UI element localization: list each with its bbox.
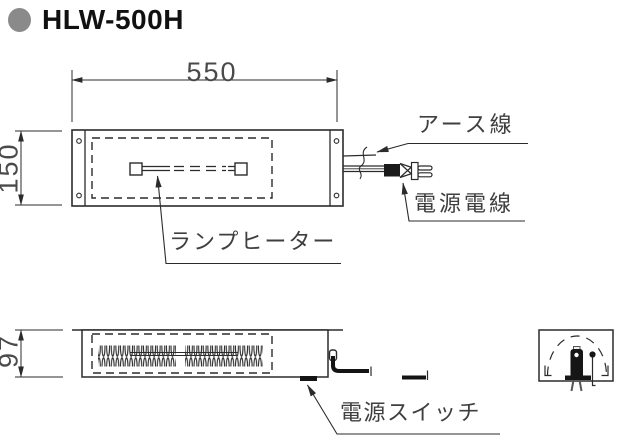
power-switch bbox=[300, 376, 317, 381]
left-bracket bbox=[544, 365, 552, 377]
terminal-pin bbox=[589, 351, 596, 387]
front-view bbox=[15, 329, 500, 435]
model-title-row: HLW-500H bbox=[8, 4, 184, 36]
power-cord-leader bbox=[401, 182, 525, 222]
dimension-97 bbox=[15, 329, 63, 378]
lamp-heater-label: ランプヒーター bbox=[169, 229, 337, 254]
dimension-550 bbox=[71, 70, 338, 122]
earth-wire-leader bbox=[376, 142, 528, 153]
power-cord-label: 電源電線 bbox=[414, 191, 515, 216]
side-section-view bbox=[538, 329, 614, 392]
top-view bbox=[15, 70, 528, 265]
power-switch-leader bbox=[307, 384, 500, 435]
power-cord-front bbox=[328, 349, 429, 380]
top-view-body bbox=[71, 129, 344, 207]
earth-wire-label: アース線 bbox=[417, 112, 515, 137]
heater-opening-dashed bbox=[91, 137, 273, 199]
dim-97-text: 97 bbox=[0, 333, 24, 369]
power-switch-label: 電源スイッチ bbox=[340, 400, 482, 425]
heater-coil-element bbox=[98, 345, 263, 367]
dim-550-text: 550 bbox=[186, 57, 238, 87]
lamp-heater-leader bbox=[155, 175, 341, 265]
model-title: HLW-500H bbox=[42, 4, 184, 35]
dimension-150 bbox=[15, 130, 62, 206]
dim-150-text: 150 bbox=[0, 142, 24, 194]
lamp-heater-tube bbox=[129, 162, 248, 176]
front-opening-dashed bbox=[91, 333, 273, 374]
cord-break-squiggle bbox=[358, 146, 368, 180]
bullet-icon bbox=[8, 8, 31, 32]
screw-icon bbox=[76, 192, 82, 199]
screw-icon bbox=[76, 138, 82, 144]
screw-icon bbox=[333, 138, 340, 144]
screw-icon bbox=[333, 192, 340, 199]
lamp-end-section bbox=[565, 346, 591, 392]
right-bracket bbox=[601, 365, 609, 377]
reflector-dome-dashed bbox=[546, 335, 608, 376]
earth-wire bbox=[342, 154, 377, 157]
power-plug bbox=[384, 161, 433, 181]
power-cable-lines bbox=[343, 165, 384, 173]
